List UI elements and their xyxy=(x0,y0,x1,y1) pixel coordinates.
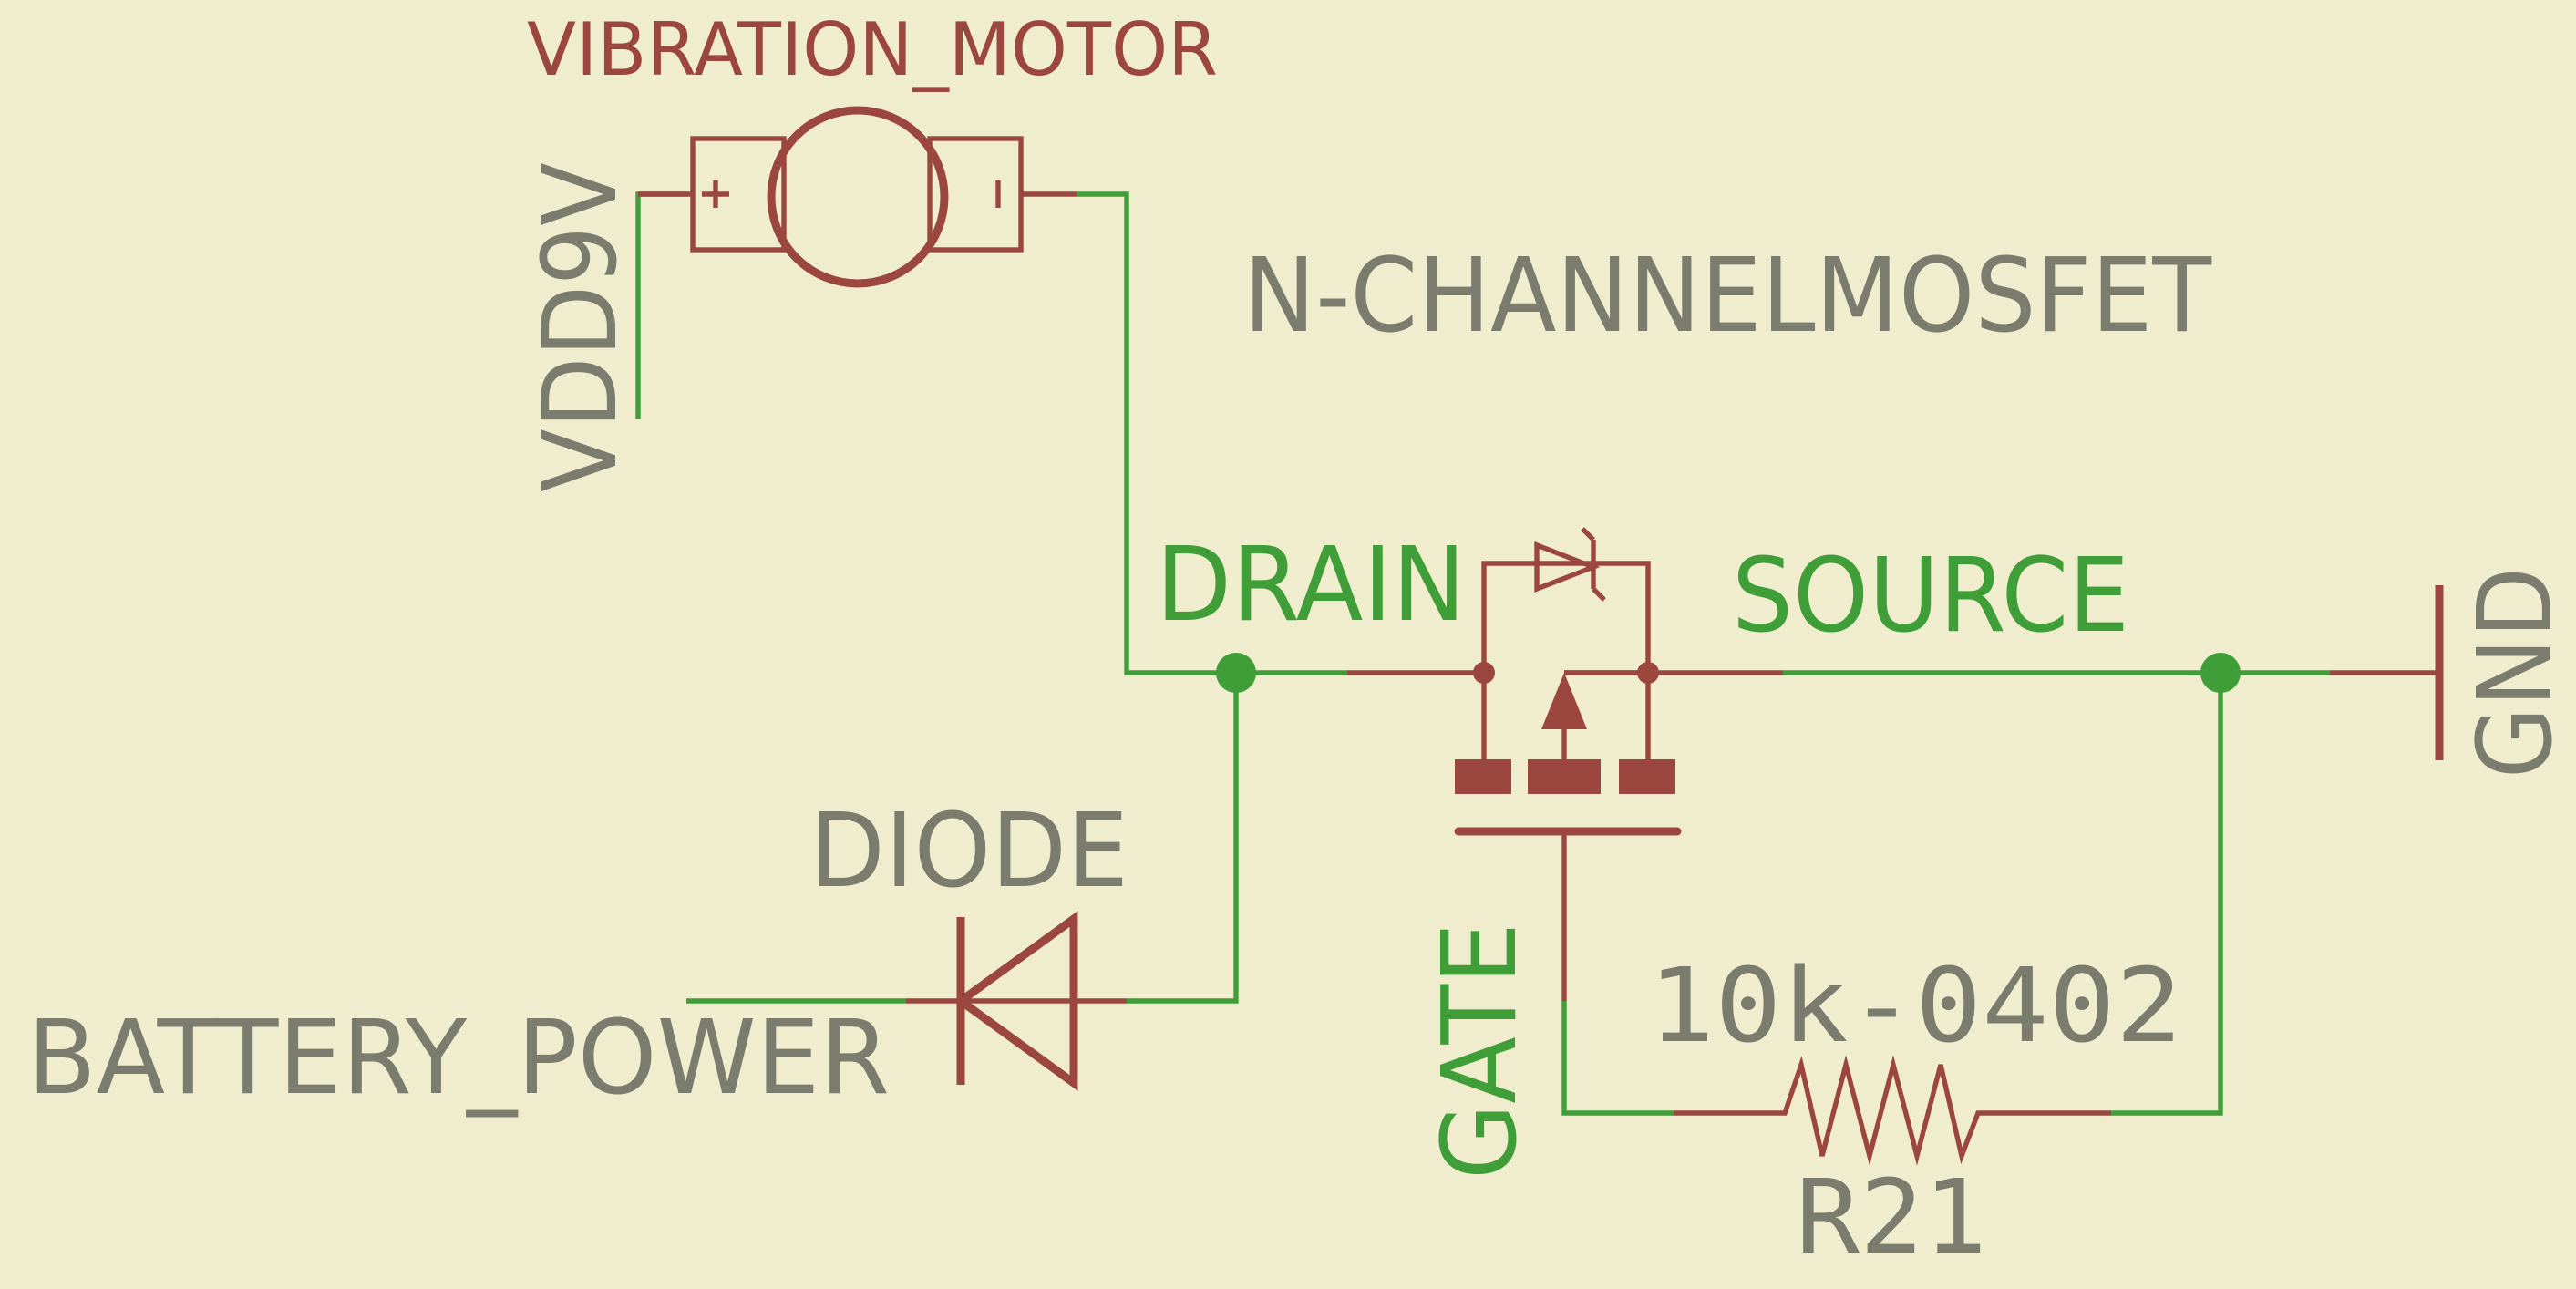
wire-vdd-supply xyxy=(635,191,688,419)
junction-drain xyxy=(1216,653,1256,693)
body-diode-icon xyxy=(1534,541,1601,593)
resistor-value-label: 10k-0402 xyxy=(1648,947,2182,1066)
vibration-motor[interactable] xyxy=(638,106,1077,288)
gate-label: GATE xyxy=(1421,923,1540,1180)
junction-source xyxy=(2200,653,2241,693)
diode-label: DIODE xyxy=(809,792,1128,911)
diode[interactable] xyxy=(906,911,1127,1091)
diode-triangle xyxy=(953,911,1078,1091)
motor-body xyxy=(767,106,949,288)
n-channel-mosfet[interactable] xyxy=(1347,527,1783,1001)
channel-segment-body xyxy=(1528,759,1601,794)
wire-source-to-resistor xyxy=(2111,673,2223,1116)
channel-segment-source xyxy=(1619,759,1675,794)
wire-drain-to-diode xyxy=(1127,673,1239,1004)
battery-label: BATTERY_POWER xyxy=(27,999,890,1118)
resistor-r21[interactable] xyxy=(1674,1055,2111,1166)
gnd-label: GND xyxy=(2457,567,2575,779)
source-label: SOURCE xyxy=(1732,537,2129,655)
wire-gate-to-resistor xyxy=(1561,1001,1674,1116)
mosfet-label: N-CHANNELMOSFET xyxy=(1243,237,2212,356)
motor-label: VIBRATION_MOTOR xyxy=(527,7,1218,92)
ground-symbol[interactable] xyxy=(2330,585,2444,760)
channel-segment-drain xyxy=(1455,759,1511,794)
resistor-name-label: R21 xyxy=(1796,1159,1987,1277)
mosfet-arrow xyxy=(1541,673,1587,729)
drain-label: DRAIN xyxy=(1156,526,1466,644)
vdd-label: VDD9V xyxy=(521,162,640,492)
